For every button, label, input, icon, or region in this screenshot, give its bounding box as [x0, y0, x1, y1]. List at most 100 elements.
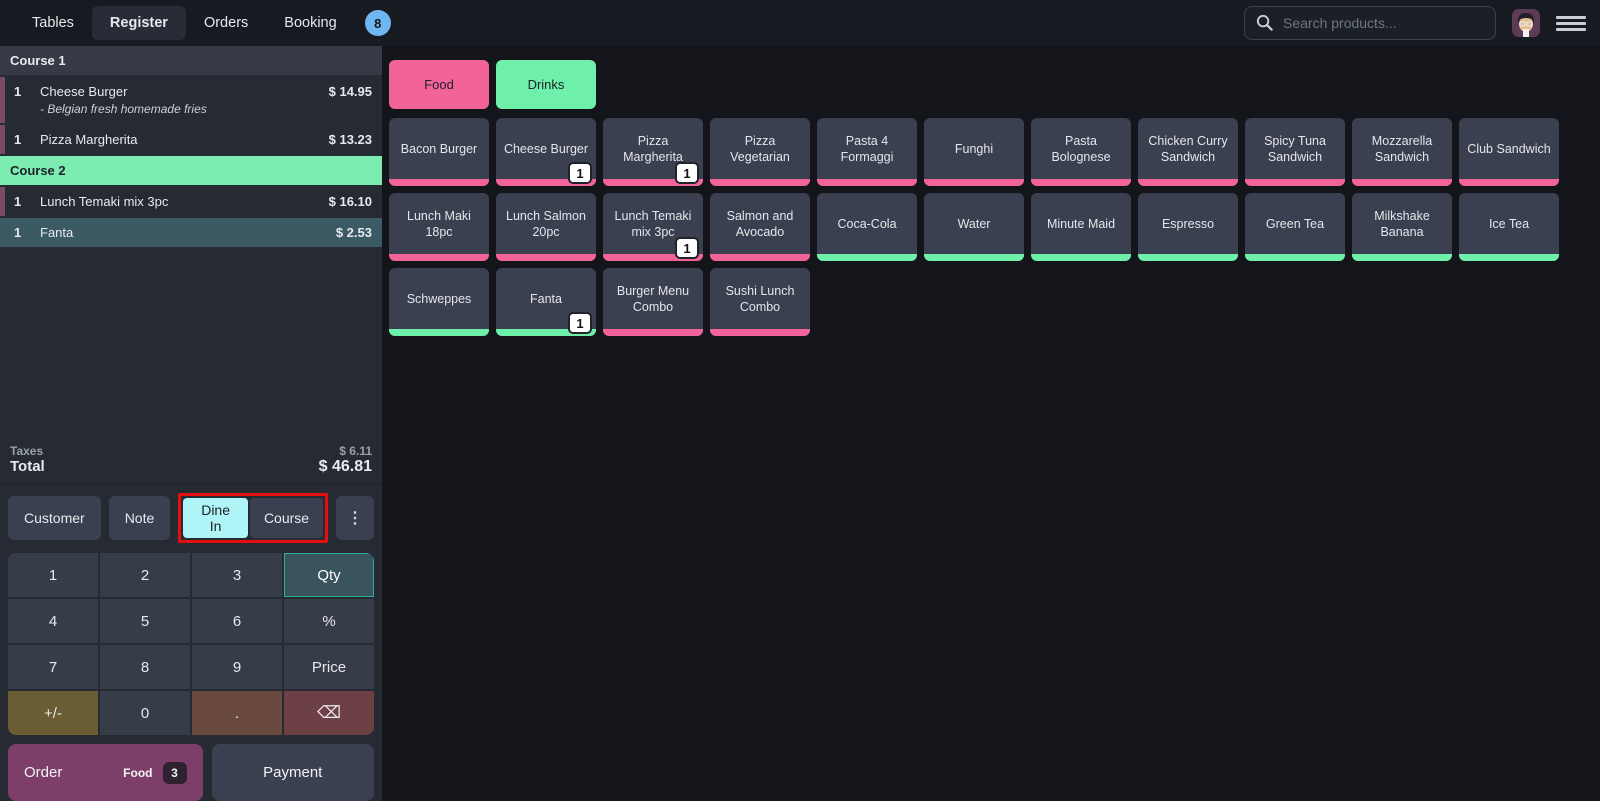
category-color-strip: [496, 179, 596, 186]
order-category-label: Food: [123, 765, 153, 780]
line-name: Cheese Burger: [40, 84, 128, 99]
category-color-strip: [1459, 254, 1559, 261]
product-name: Fanta: [530, 291, 562, 306]
nav-tab-tables[interactable]: Tables: [32, 15, 74, 31]
numpad-7[interactable]: 7: [8, 645, 98, 689]
numpad-backspace-icon[interactable]: ⌫: [284, 691, 374, 735]
product-tile-burger-menu-combo[interactable]: Burger Menu Combo: [603, 268, 703, 336]
course-2-header-selected[interactable]: Course 2: [0, 156, 382, 185]
category-color-strip: [0, 125, 5, 154]
category-color-strip: [389, 254, 489, 261]
product-tile-coca-cola[interactable]: Coca-Cola: [817, 193, 917, 261]
numpad-qty-mode[interactable]: Qty: [284, 553, 374, 597]
category-color-strip: [710, 329, 810, 336]
category-color-strip: [1138, 179, 1238, 186]
dine-in-button[interactable]: Dine In: [183, 498, 248, 538]
numpad-3[interactable]: 3: [192, 553, 282, 597]
product-tile-pizza-vegetarian[interactable]: Pizza Vegetarian: [710, 118, 810, 186]
product-tile-funghi[interactable]: Funghi: [924, 118, 1024, 186]
numpad-price-mode[interactable]: Price: [284, 645, 374, 689]
category-color-strip: [1138, 254, 1238, 261]
order-line-fanta-selected[interactable]: 1 Fanta $ 2.53: [0, 218, 382, 247]
nav-tab-orders[interactable]: Orders: [203, 15, 249, 31]
product-tile-lunch-salmon-20pc[interactable]: Lunch Salmon 20pc: [496, 193, 596, 261]
search-input[interactable]: [1244, 6, 1496, 40]
order-count-badge: 3: [162, 761, 187, 784]
category-color-strip: [496, 254, 596, 261]
product-tile-water[interactable]: Water: [924, 193, 1024, 261]
product-tile-bacon-burger[interactable]: Bacon Burger: [389, 118, 489, 186]
numpad-6[interactable]: 6: [192, 599, 282, 643]
product-tile-mozzarella-sandwich[interactable]: Mozzarella Sandwich: [1352, 118, 1452, 186]
numpad-5[interactable]: 5: [100, 599, 190, 643]
line-qty: 1: [14, 84, 22, 99]
numpad-9[interactable]: 9: [192, 645, 282, 689]
nav-tab-booking[interactable]: Booking: [284, 15, 337, 31]
product-name: Lunch Maki 18pc: [407, 208, 471, 239]
numpad-4[interactable]: 4: [8, 599, 98, 643]
line-price: $ 13.23: [328, 132, 372, 147]
line-qty: 1: [14, 225, 22, 240]
product-tile-chicken-curry-sandwich[interactable]: Chicken Curry Sandwich: [1138, 118, 1238, 186]
user-avatar[interactable]: [1512, 9, 1540, 37]
order-line-lunch-temaki[interactable]: 1 Lunch Temaki mix 3pc $ 16.10: [0, 187, 382, 216]
customer-button[interactable]: Customer: [8, 496, 101, 540]
numpad-8[interactable]: 8: [100, 645, 190, 689]
nav-tab-register[interactable]: Register: [91, 6, 186, 40]
numpad-2[interactable]: 2: [100, 553, 190, 597]
product-name: Pasta 4 Formaggi: [840, 133, 894, 164]
product-tile-sushi-lunch-combo[interactable]: Sushi Lunch Combo: [710, 268, 810, 336]
numpad-decimal[interactable]: .: [192, 691, 282, 735]
line-price: $ 16.10: [328, 194, 372, 209]
note-button[interactable]: Note: [108, 496, 171, 540]
product-tile-lunch-maki-18pc[interactable]: Lunch Maki 18pc: [389, 193, 489, 261]
product-name: Chicken Curry Sandwich: [1148, 133, 1228, 164]
hamburger-menu-icon[interactable]: [1556, 8, 1586, 38]
course-1-header[interactable]: Course 1: [0, 46, 382, 75]
product-tile-green-tea[interactable]: Green Tea: [1245, 193, 1345, 261]
product-tile-club-sandwich[interactable]: Club Sandwich: [1459, 118, 1559, 186]
product-name: Minute Maid: [1046, 216, 1116, 231]
order-line-cheese-burger[interactable]: 1 Cheese Burger - Belgian fresh homemade…: [0, 77, 382, 123]
line-detail: Fanta: [40, 225, 81, 240]
line-qty: 1: [14, 194, 22, 209]
product-name: Pizza Vegetarian: [730, 133, 790, 164]
product-name: Burger Menu Combo: [616, 283, 690, 314]
product-tile-salmon-and-avocado[interactable]: Salmon and Avocado: [710, 193, 810, 261]
product-tile-pasta-bolognese[interactable]: Pasta Bolognese: [1031, 118, 1131, 186]
product-name: Spicy Tuna Sandwich: [1264, 133, 1326, 164]
category-drinks-button[interactable]: Drinks: [496, 60, 596, 109]
category-color-strip: [1245, 254, 1345, 261]
product-tile-milkshake-banana[interactable]: Milkshake Banana: [1352, 193, 1452, 261]
product-tile-pasta-4-formaggi[interactable]: Pasta 4 Formaggi: [817, 118, 917, 186]
category-color-strip: [817, 179, 917, 186]
product-name: Pasta Bolognese: [1051, 133, 1111, 164]
product-tile-espresso[interactable]: Espresso: [1138, 193, 1238, 261]
category-food-button[interactable]: Food: [389, 60, 489, 109]
line-price: $ 14.95: [328, 84, 372, 99]
product-name: Mozzarella Sandwich: [1371, 133, 1433, 164]
category-color-strip: [1031, 179, 1131, 186]
product-qty-badge: 1: [675, 162, 699, 184]
product-name: Sushi Lunch Combo: [725, 283, 795, 314]
order-line-pizza-margherita[interactable]: 1 Pizza Margherita $ 13.23: [0, 125, 382, 154]
product-tile-schweppes[interactable]: Schweppes: [389, 268, 489, 336]
product-tile-ice-tea[interactable]: Ice Tea: [1459, 193, 1559, 261]
product-tile-minute-maid[interactable]: Minute Maid: [1031, 193, 1131, 261]
product-tile-spicy-tuna-sandwich[interactable]: Spicy Tuna Sandwich: [1245, 118, 1345, 186]
payment-button[interactable]: Payment: [211, 744, 374, 801]
more-options-kebab-icon[interactable]: ⋮: [336, 496, 374, 540]
category-color-strip: [603, 254, 703, 261]
order-controls-row: Customer Note Dine In Course ⋮: [0, 484, 382, 551]
numpad-1[interactable]: 1: [8, 553, 98, 597]
numpad-0[interactable]: 0: [100, 691, 190, 735]
course-button[interactable]: Course: [249, 498, 324, 538]
numpad-percent-mode[interactable]: %: [284, 599, 374, 643]
order-button[interactable]: Order Food 3: [8, 744, 203, 801]
numpad-plus-minus[interactable]: +/-: [8, 691, 98, 735]
